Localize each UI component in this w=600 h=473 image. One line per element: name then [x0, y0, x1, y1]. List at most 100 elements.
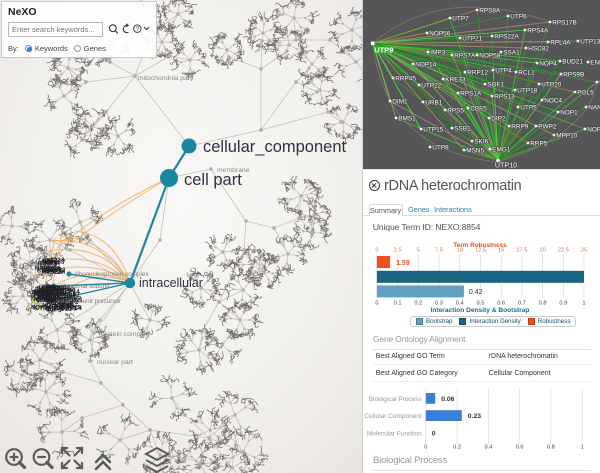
svg-text:BUD21: BUD21 [52, 306, 73, 313]
svg-text:RCL1: RCL1 [518, 69, 535, 76]
svg-text:MPP10: MPP10 [54, 286, 75, 293]
svg-text:RPS1A: RPS1A [460, 90, 482, 97]
svg-text:UTP9: UTP9 [47, 289, 63, 296]
svg-text:UTP21: UTP21 [462, 35, 482, 42]
svg-text:LCP5: LCP5 [39, 294, 55, 301]
svg-text:KRE33: KRE33 [45, 260, 65, 266]
svg-text:ribonucleoprotein complex: ribonucleoprotein complex [75, 271, 149, 278]
svg-text:MPP10: MPP10 [56, 288, 77, 295]
svg-text:1: 1 [582, 301, 585, 307]
svg-text:BUD21: BUD21 [40, 295, 60, 301]
svg-text:PWP2: PWP2 [538, 123, 557, 130]
svg-text:UTP9: UTP9 [39, 285, 55, 291]
svg-text:IMP4: IMP4 [34, 292, 49, 299]
svg-text:UTP21: UTP21 [58, 305, 78, 312]
svg-text:RRP36: RRP36 [42, 291, 62, 298]
svg-text:KRE33: KRE33 [445, 76, 466, 83]
svg-text:RPS5: RPS5 [447, 107, 464, 114]
svg-text:UTP6: UTP6 [49, 288, 65, 294]
svg-text:0.42: 0.42 [469, 289, 483, 296]
svg-text:SSB1: SSB1 [454, 125, 471, 132]
svg-text:UTP13: UTP13 [580, 38, 600, 45]
svg-text:NOP58: NOP58 [31, 294, 52, 301]
svg-text:UTP5: UTP5 [520, 104, 537, 111]
svg-text:1.59: 1.59 [396, 260, 410, 267]
svg-text:0.7: 0.7 [518, 301, 526, 307]
svg-text:?: ? [136, 26, 140, 33]
svg-text:RRP45: RRP45 [395, 75, 416, 82]
svg-text:RRP9: RRP9 [511, 123, 528, 130]
svg-text:FAF1: FAF1 [62, 306, 78, 313]
svg-text:SOF1: SOF1 [487, 81, 504, 88]
svg-text:intracellular: intracellular [139, 276, 203, 290]
svg-text:NOC4: NOC4 [544, 97, 562, 104]
svg-text:RRP7: RRP7 [64, 292, 81, 299]
svg-text:NAN1: NAN1 [588, 104, 600, 111]
svg-text:DBP8: DBP8 [54, 286, 71, 292]
svg-text:0: 0 [375, 301, 378, 307]
svg-text:NOP56: NOP56 [31, 297, 52, 305]
svg-text:Molecular Function: Molecular Function [367, 430, 422, 437]
svg-text:0.5: 0.5 [477, 301, 485, 307]
svg-text:NOP56: NOP56 [54, 303, 74, 309]
svg-text:RRP36: RRP36 [56, 292, 76, 300]
svg-text:UTP9: UTP9 [374, 45, 393, 54]
svg-text:UTP20: UTP20 [541, 81, 561, 88]
svg-text:LCP5: LCP5 [46, 307, 62, 314]
svg-text:BMS1: BMS1 [398, 115, 416, 122]
svg-text:0.23: 0.23 [468, 413, 481, 420]
svg-text:RPS1A: RPS1A [43, 269, 64, 276]
svg-text:mitochondrial part: mitochondrial part [138, 75, 192, 82]
svg-text:nuclear part: nuclear part [97, 359, 133, 366]
svg-text:NOP1: NOP1 [560, 109, 578, 116]
svg-text:RRP9: RRP9 [44, 294, 61, 301]
svg-text:0.4: 0.4 [456, 301, 464, 307]
svg-text:DBP8: DBP8 [49, 292, 66, 299]
svg-text:0.3: 0.3 [435, 301, 443, 307]
svg-text:NOP58: NOP58 [43, 298, 64, 306]
svg-text:UTP8: UTP8 [432, 144, 449, 151]
svg-text:UTP21: UTP21 [64, 298, 83, 304]
svg-text:POL5: POL5 [577, 89, 594, 96]
svg-text:SAS10: SAS10 [36, 286, 56, 294]
svg-text:RPS13: RPS13 [494, 93, 515, 100]
svg-text:DIP2: DIP2 [65, 300, 79, 306]
svg-text:5: 5 [417, 248, 420, 254]
svg-text:UTP9: UTP9 [43, 286, 59, 292]
svg-text:SAS10: SAS10 [34, 295, 54, 302]
svg-text:IMP4: IMP4 [32, 289, 47, 296]
svg-text:RRP12: RRP12 [467, 69, 488, 76]
svg-text:NOP14: NOP14 [60, 289, 81, 296]
svg-text:UTP15: UTP15 [62, 304, 82, 311]
svg-text:UTP6: UTP6 [35, 295, 51, 302]
svg-text:ribosomal subunit: ribosomal subunit [60, 283, 110, 290]
svg-text:membrane: membrane [217, 167, 250, 174]
svg-text:UTP15: UTP15 [38, 289, 58, 296]
svg-text:RPS1A: RPS1A [40, 261, 61, 267]
svg-text:cell part: cell part [184, 171, 242, 189]
svg-text:SSA1: SSA1 [503, 49, 520, 56]
svg-text:0.6: 0.6 [497, 301, 505, 307]
svg-text:UTP18: UTP18 [46, 298, 66, 305]
svg-text:UTP18: UTP18 [47, 286, 67, 293]
svg-text:ENP1: ENP1 [590, 59, 600, 66]
svg-text:UTP4: UTP4 [495, 67, 512, 74]
svg-text:RPS9B: RPS9B [563, 71, 584, 78]
svg-text:10: 10 [457, 248, 463, 254]
svg-text:RPS8A: RPS8A [479, 7, 501, 14]
svg-text:1: 1 [581, 445, 584, 451]
svg-text:MPP10: MPP10 [556, 132, 577, 139]
svg-text:DIM1: DIM1 [392, 98, 408, 105]
svg-text:UTP7: UTP7 [452, 15, 469, 22]
svg-text:0.8: 0.8 [547, 445, 555, 451]
svg-text:RRP9: RRP9 [55, 297, 72, 303]
svg-text:EMG1: EMG1 [42, 290, 60, 297]
svg-text:URB1: URB1 [425, 99, 442, 106]
svg-text:NOC4: NOC4 [65, 305, 83, 312]
svg-text:DIP2: DIP2 [42, 285, 56, 292]
svg-text:22.5: 22.5 [558, 248, 569, 254]
svg-text:DIP2: DIP2 [491, 115, 506, 122]
svg-text:RPS22A: RPS22A [42, 257, 66, 265]
svg-text:RPS22A: RPS22A [37, 266, 61, 274]
svg-text:UTP21: UTP21 [35, 306, 55, 313]
